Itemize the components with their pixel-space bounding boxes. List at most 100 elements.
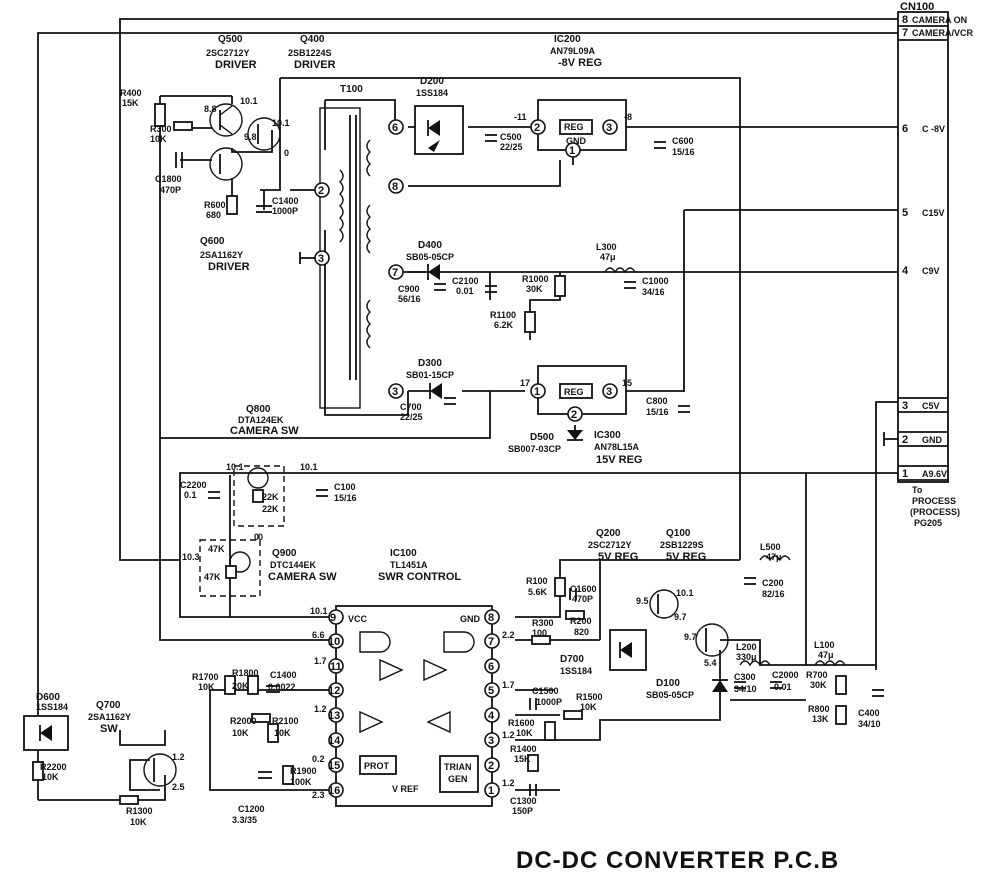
r1800-value: 20K xyxy=(232,681,249,691)
q700-c-voltage: 2.5 xyxy=(172,782,185,792)
r1700-value: 10K xyxy=(198,682,215,692)
ic100-pin-2: 2 xyxy=(488,760,494,772)
q200-role: 5V REG xyxy=(598,551,638,563)
c300-cap: C300 34/10 xyxy=(734,672,757,694)
r2100-ref: R2100 xyxy=(272,716,299,726)
l100-value: 47μ xyxy=(818,650,834,660)
q900-c-voltage: 0 xyxy=(258,532,263,542)
r700-value: 30K xyxy=(810,680,827,690)
d600-ref: D600 xyxy=(36,692,60,703)
t100-pin-7: 7 xyxy=(392,267,398,279)
c400-value: 34/10 xyxy=(858,719,881,729)
cn-pin-6-num: 6 xyxy=(902,123,908,135)
r2000-value: 10K xyxy=(232,728,249,738)
cn-pin-3-num: 3 xyxy=(902,400,908,412)
ic200-out-voltage: -8 xyxy=(624,112,632,122)
c200-ref: C200 xyxy=(762,578,784,588)
c1600-ref: C1600 xyxy=(570,584,597,594)
d100-ref: D100 xyxy=(656,678,680,689)
d300-ref: D300 xyxy=(418,358,442,369)
q500-driver: Q500 2SC2712Y DRIVER 8.8 10.1 xyxy=(204,34,258,137)
c700-cap: C700 22/25 xyxy=(400,397,456,422)
c1400b-ref: C1400 xyxy=(270,670,297,680)
r400-ref: R400 xyxy=(120,88,142,98)
ic100-pin-9: 9 xyxy=(330,612,336,624)
r2200-value: 10K xyxy=(42,772,59,782)
ic100-pin-14: 14 xyxy=(328,735,341,747)
c700-ref: C700 xyxy=(400,402,422,412)
q100-5v-reg: Q100 2SB1229S 5V REG 10.1 9.7 5.4 xyxy=(660,528,729,668)
c900-ref: C900 xyxy=(398,284,420,294)
c400-ref: C400 xyxy=(858,708,880,718)
l100-inductor: L100 47μ xyxy=(814,640,846,667)
ic100-vref-label: V REF xyxy=(392,784,419,794)
r1300-value: 10K xyxy=(130,817,147,827)
ic100-part: TL1451A xyxy=(390,560,428,570)
r1600-ref: R1600 xyxy=(508,718,535,728)
t100-pin-2: 2 xyxy=(318,185,324,197)
q400-ref: Q400 xyxy=(300,34,325,45)
d500-part: SB007-03CP xyxy=(508,444,561,454)
ic100-gen-label: GEN xyxy=(448,774,468,784)
d500-ref: D500 xyxy=(530,432,554,443)
c1300-ref: C1300 xyxy=(510,796,537,806)
board-title: DC-DC CONVERTER P.C.B xyxy=(516,847,839,874)
q400-c-voltage: 0 xyxy=(284,148,289,158)
t100-pin-8: 8 xyxy=(392,181,398,193)
cn-pin-8-num: 8 xyxy=(902,14,908,26)
r3-resistor: R300 100 xyxy=(531,618,554,645)
q800-part: DTA124EK xyxy=(238,415,284,425)
r1100-ref: R1100 xyxy=(490,310,516,320)
cn-pin-2-label: GND xyxy=(922,435,943,445)
r800-resistor: R800 13K xyxy=(808,704,847,725)
ic100-pin-6: 6 xyxy=(488,661,494,673)
l200-ref: L200 xyxy=(736,642,757,652)
cn-pin-4-label: C9V xyxy=(922,266,940,276)
ic-p15-voltage: 0.2 xyxy=(312,754,325,764)
c2200-ref: C2200 xyxy=(180,480,207,490)
ic200-gnd-label: GND xyxy=(566,136,587,146)
ic100-gnd-label: GND xyxy=(460,614,481,624)
c800-value: 15/16 xyxy=(646,407,669,417)
ic200-role: -8V REG xyxy=(558,57,602,69)
cn-pin-7-num: 7 xyxy=(902,27,908,39)
c1400-ref: C1400 xyxy=(272,196,299,206)
q100-ref: Q100 xyxy=(666,528,691,539)
ic100-pin-4: 4 xyxy=(488,710,495,722)
d300-part: SB01-15CP xyxy=(406,370,454,380)
q800-b-voltage: 0 xyxy=(254,532,259,542)
cn-pin-1-label: A9.6V xyxy=(922,469,947,479)
q600-part: 2SA1162Y xyxy=(200,250,243,260)
ic200-reg-label: REG xyxy=(564,122,584,132)
cn-pin-8-label: CAMERA ON xyxy=(912,15,967,25)
connector-note-1: To xyxy=(912,485,923,495)
r2000-ref: R2000 xyxy=(230,716,257,726)
c2000-cap: C2000 0.01 xyxy=(770,670,799,692)
c100-cap: C100 15/16 xyxy=(316,482,357,503)
q200-b-voltage: 9.5 xyxy=(636,596,649,606)
ic300-out-voltage: 15 xyxy=(622,378,632,388)
r200-value: 820 xyxy=(574,627,589,637)
l100-ref: L100 xyxy=(814,640,835,650)
c2200-cap: C2200 0.1 xyxy=(180,480,220,500)
c600-cap: C600 15/16 xyxy=(654,136,695,157)
d600-diode: D600 1SS184 xyxy=(23,692,69,751)
c1800-ref: C1800 xyxy=(155,174,182,184)
ic-p5-voltage: 1.7 xyxy=(502,680,515,690)
r22k-a: 22K xyxy=(262,492,279,502)
ic100-trian-label: TRIAN xyxy=(444,762,472,772)
r100-ref: R100 xyxy=(526,576,548,586)
q900-camera-switch: 47K 47K Q900 DTC144EK CAMERA SW 10.3 0 xyxy=(182,532,337,597)
connector-note-3: (PROCESS) xyxy=(910,507,960,517)
c1300-value: 150P xyxy=(512,806,533,816)
cn-pin-5-num: 5 xyxy=(902,207,908,219)
ic200-pin-2: 2 xyxy=(534,122,540,134)
c1000-ref: C1000 xyxy=(642,276,669,286)
r1900-ref: R1900 xyxy=(290,766,317,776)
ic100-pin-12: 12 xyxy=(328,685,340,697)
q200-e-voltage: 9.7 xyxy=(674,612,687,622)
t100-pin-3b: 3 xyxy=(392,386,398,398)
q400-symbol xyxy=(247,117,281,151)
ic100-pin-13: 13 xyxy=(328,710,340,722)
ic200-part: AN79L09A xyxy=(550,46,596,56)
